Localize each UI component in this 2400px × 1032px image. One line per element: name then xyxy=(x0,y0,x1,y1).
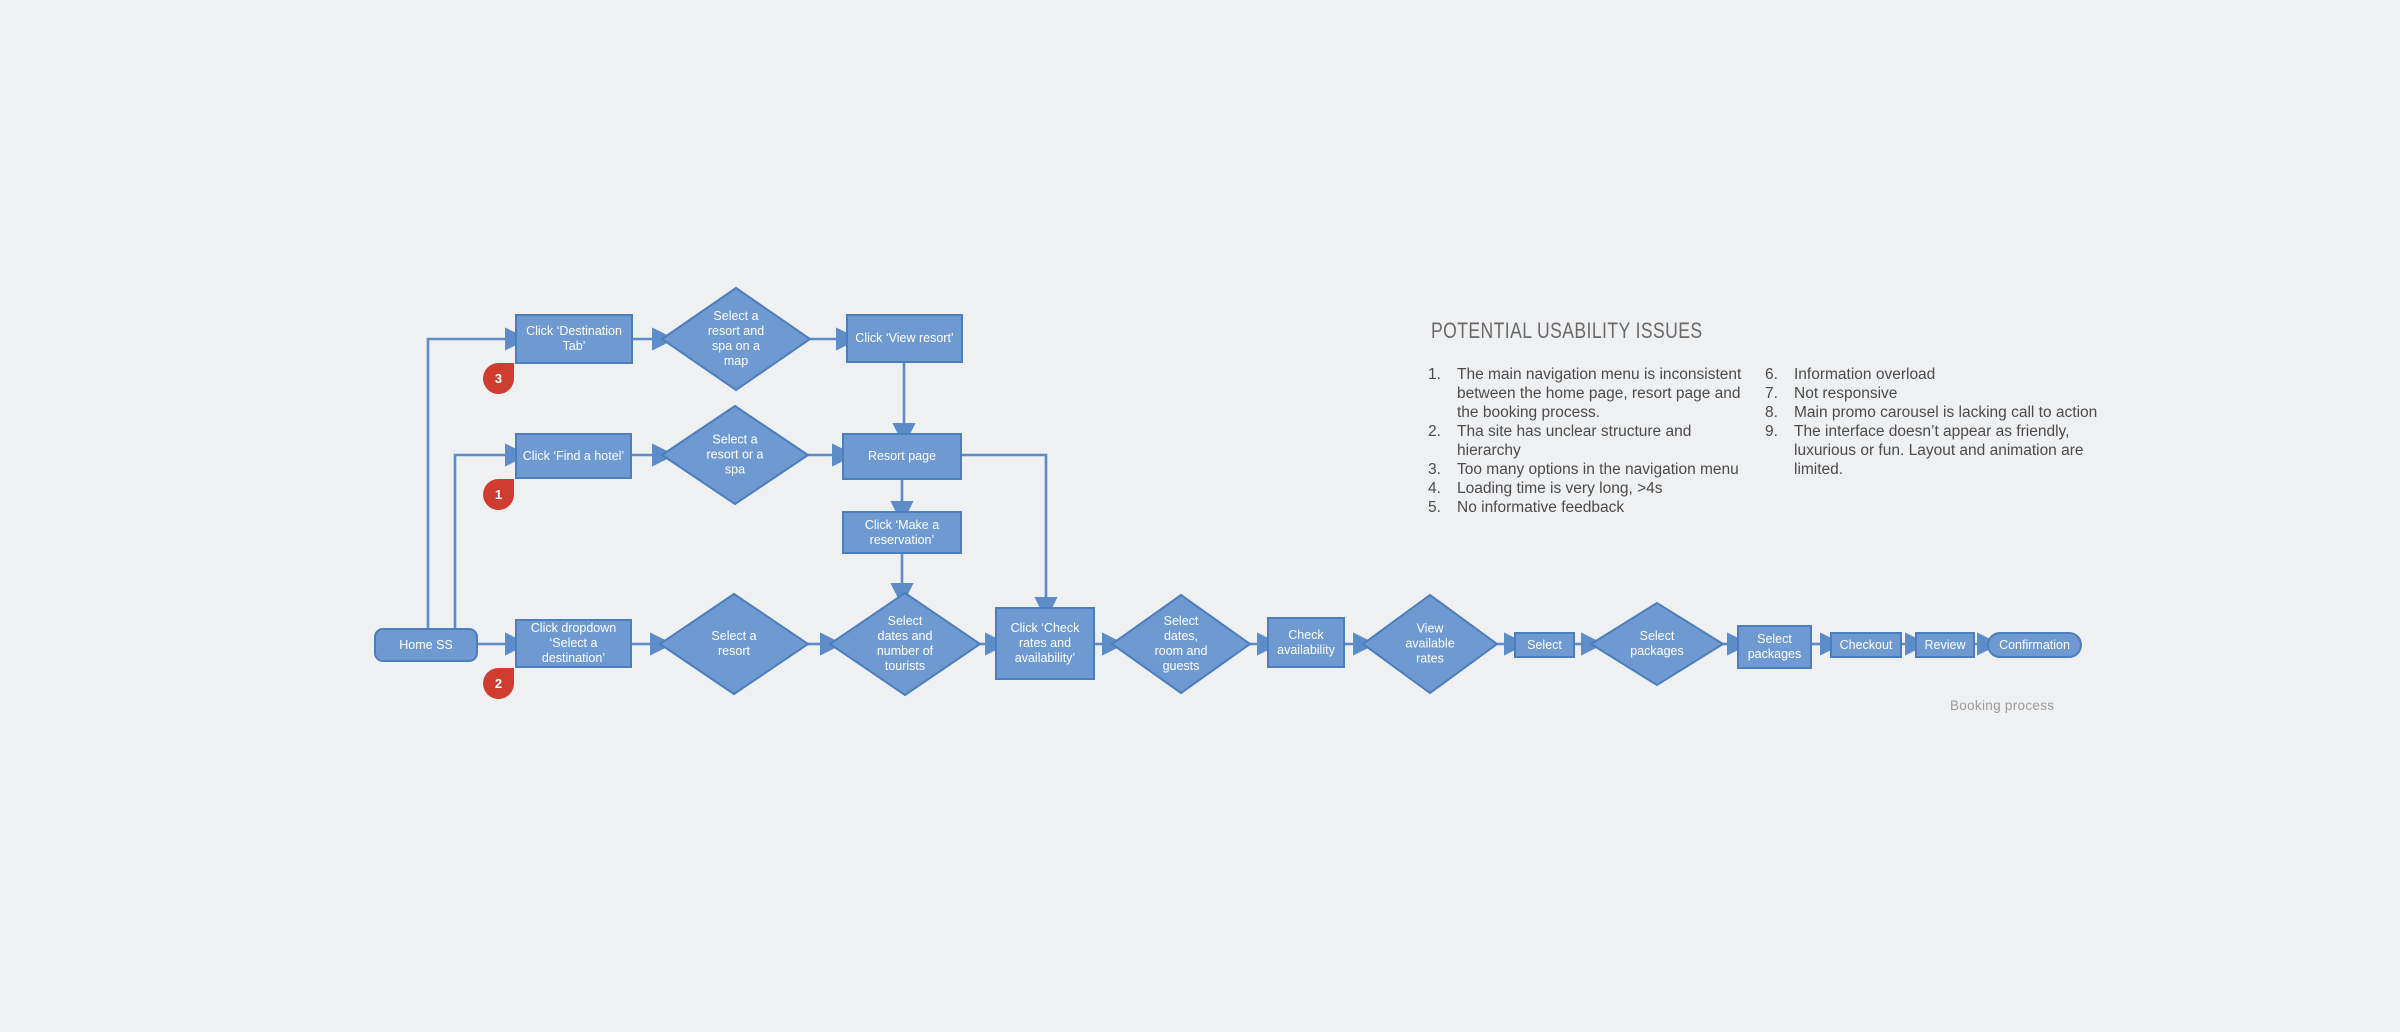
issue-number: 1. xyxy=(1428,366,1441,383)
node-label: Confirmation xyxy=(1999,637,2070,652)
badge-number: 3 xyxy=(494,371,503,386)
node-check-availability[interactable]: Check availability xyxy=(1267,617,1345,668)
diamond-select-resort-or-spa[interactable] xyxy=(660,404,810,506)
node-label: Select packages xyxy=(1747,632,1802,661)
issue-text: Too many options in the navigation menu xyxy=(1457,461,1739,478)
usability-issue-item: 1. The main navigation menu is inconsist… xyxy=(1428,365,1758,422)
node-label: Click dropdown ‘Select a destination’ xyxy=(530,621,617,665)
usability-issue-item: 4. Loading time is very long, >4s xyxy=(1428,479,1758,498)
diamond-view-available-rates[interactable] xyxy=(1361,593,1499,695)
connector-resort-page-to-check-rates xyxy=(962,453,1058,621)
diamond-select-dates-room-guests[interactable] xyxy=(1110,593,1252,695)
badge-issue-3[interactable]: 3 xyxy=(483,363,514,394)
node-click-find-a-hotel[interactable]: Click ‘Find a hotel’ xyxy=(515,433,632,479)
issue-number: 9. xyxy=(1765,423,1778,440)
node-label: Home SS xyxy=(399,637,453,652)
node-label: Click ‘Destination Tab’ xyxy=(526,324,622,353)
usability-issues-title: POTENTIAL USABILITY ISSUES xyxy=(1431,318,1703,343)
issue-number: 2. xyxy=(1428,423,1441,440)
diamond-select-dates-tourists[interactable] xyxy=(828,591,982,697)
issue-text: The interface doesn’t appear as friendly… xyxy=(1794,423,2084,478)
badge-number: 2 xyxy=(494,676,503,691)
badge-issue-2[interactable]: 2 xyxy=(483,668,514,699)
usability-issues-column-left: 1. The main navigation menu is inconsist… xyxy=(1428,365,1758,517)
usability-issue-item: 7. Not responsive xyxy=(1765,384,2105,403)
node-checkout[interactable]: Checkout xyxy=(1830,632,1902,658)
issue-text: Tha site has unclear structure and hiera… xyxy=(1457,423,1692,459)
node-label: Resort page xyxy=(867,449,937,463)
badge-number: 1 xyxy=(494,487,503,502)
issue-text: No informative feedback xyxy=(1457,499,1625,516)
issue-text: Not responsive xyxy=(1794,385,1898,402)
issue-text: Information overload xyxy=(1794,366,1936,383)
node-click-destination-tab[interactable]: Click ‘Destination Tab’ xyxy=(515,314,633,364)
node-label: Review xyxy=(1924,637,1966,652)
diamond-select-a-resort[interactable] xyxy=(658,592,810,696)
node-label: Checkout xyxy=(1839,637,1893,652)
node-label: Check availability xyxy=(1277,627,1335,657)
usability-issue-item: 3. Too many options in the navigation me… xyxy=(1428,460,1758,479)
node-label: Click ‘Check rates and availability’ xyxy=(1010,621,1080,665)
issue-number: 8. xyxy=(1765,404,1778,421)
node-label: Select xyxy=(1527,637,1562,652)
issue-number: 3. xyxy=(1428,461,1441,478)
issue-number: 5. xyxy=(1428,499,1441,516)
usability-issue-item: 6. Information overload xyxy=(1765,365,2105,384)
issue-number: 4. xyxy=(1428,480,1441,497)
issue-text: Loading time is very long, >4s xyxy=(1457,480,1663,497)
node-label: Click ‘View resort’ xyxy=(855,331,954,345)
node-click-make-a-reservation[interactable]: Click ‘Make a reservation’ xyxy=(842,511,962,554)
issue-number: 6. xyxy=(1765,366,1778,383)
diamond-select-packages[interactable] xyxy=(1589,601,1725,687)
usability-issue-item: 2. Tha site has unclear structure and hi… xyxy=(1428,422,1758,460)
node-label: Click ‘Find a hotel’ xyxy=(522,448,625,463)
node-resort-page[interactable]: Resort page xyxy=(842,433,962,480)
node-select[interactable]: Select xyxy=(1514,632,1575,658)
node-review[interactable]: Review xyxy=(1915,632,1975,658)
badge-issue-1[interactable]: 1 xyxy=(483,479,514,510)
connector-home-to-find-hotel xyxy=(453,443,529,628)
node-click-view-resort[interactable]: Click ‘View resort’ xyxy=(846,314,963,363)
node-confirmation[interactable]: Confirmation xyxy=(1987,632,2082,658)
node-label: Click ‘Make a reservation’ xyxy=(864,517,940,547)
issue-text: The main navigation menu is inconsistent… xyxy=(1457,366,1742,421)
connector-home-to-destination-tab xyxy=(426,327,529,628)
booking-process-caption: Booking process xyxy=(1950,698,2055,713)
usability-issue-item: 8. Main promo carousel is lacking call t… xyxy=(1765,403,2105,422)
issue-text: Main promo carousel is lacking call to a… xyxy=(1794,404,2098,421)
diamond-select-resort-spa-map[interactable] xyxy=(660,286,812,392)
issue-number: 7. xyxy=(1765,385,1778,402)
node-home-ss[interactable]: Home SS xyxy=(374,628,478,662)
node-select-packages-box[interactable]: Select packages xyxy=(1737,625,1812,669)
usability-issues-column-right: 6. Information overload 7. Not responsiv… xyxy=(1765,365,2105,479)
node-click-check-rates-availability[interactable]: Click ‘Check rates and availability’ xyxy=(995,607,1095,680)
node-click-dropdown-select-destination[interactable]: Click dropdown ‘Select a destination’ xyxy=(515,619,632,668)
usability-issue-item: 9. The interface doesn’t appear as frien… xyxy=(1765,422,2105,479)
usability-issue-item: 5. No informative feedback xyxy=(1428,498,1758,517)
